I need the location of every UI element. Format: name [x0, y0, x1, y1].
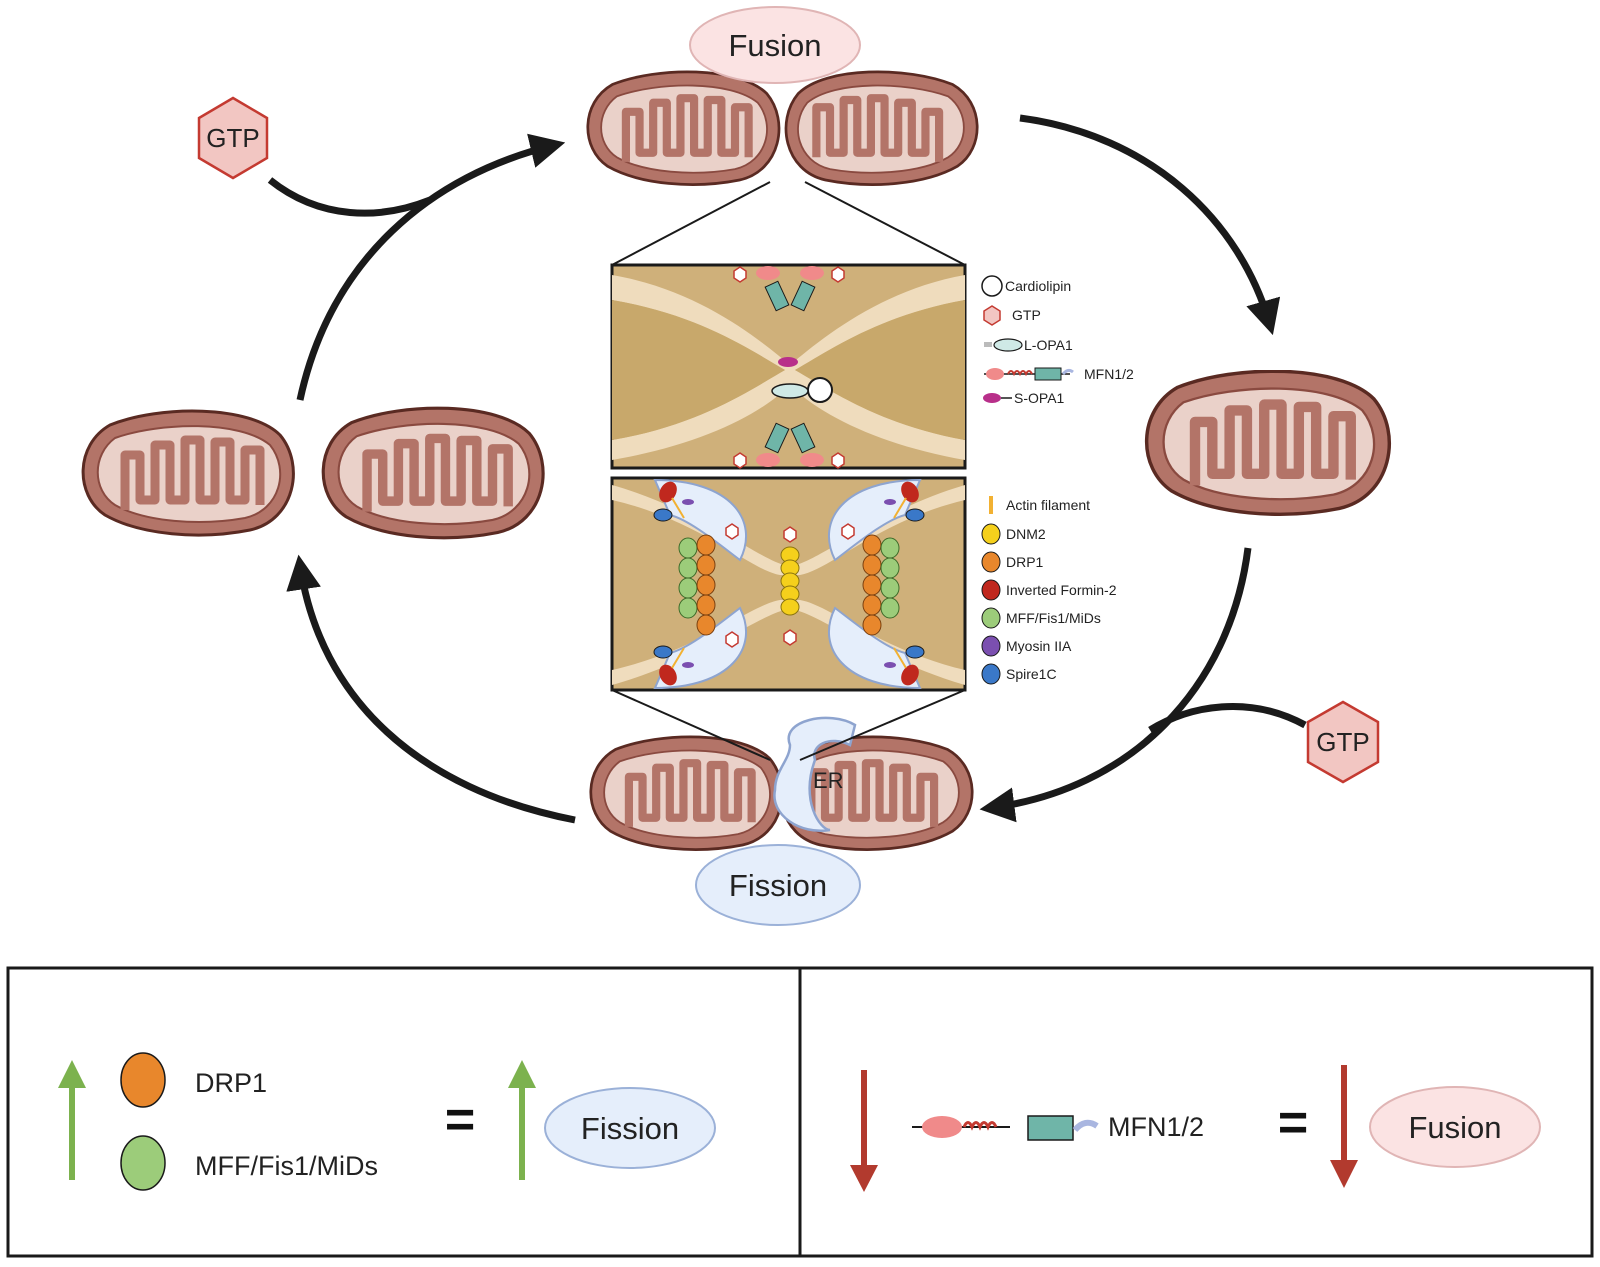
actin-complex-bottom-right — [884, 645, 925, 686]
legend-formin2: Inverted Formin-2 — [1006, 582, 1117, 598]
legend-drp1: DRP1 — [1006, 554, 1044, 570]
arrow-gtp-top-left — [267, 177, 432, 217]
gtp-hexagon-bottom-right: GTP — [1306, 700, 1380, 784]
summary-box — [6, 966, 1594, 1258]
legend-dnm2: DNM2 — [1006, 526, 1046, 542]
legend-s-opa1: S-OPA1 — [1014, 390, 1065, 406]
down-arrow-result — [1330, 1065, 1358, 1188]
actin-filament-icon — [989, 496, 993, 514]
fusion-bubble: Fusion — [689, 6, 861, 84]
mff-column-right — [880, 537, 900, 619]
legend-mfn12: MFN1/2 — [1084, 366, 1134, 382]
down-arrow-left — [850, 1070, 878, 1192]
summary-left-panel: DRP1 MFF/Fis1/MiDs = Fission — [58, 1052, 716, 1191]
arrow-fusion-to-right — [1019, 114, 1281, 336]
fission-label: Fission — [729, 868, 827, 903]
fission-legend: Actin filament DNM2 DRP1 Inverted Formin… — [981, 496, 1117, 685]
gtp-label-top-left: GTP — [206, 123, 259, 153]
legend-cardiolipin: Cardiolipin — [1005, 278, 1071, 294]
cycle-arrows — [267, 114, 1307, 824]
drp1-column-left — [696, 534, 716, 636]
summary-drp1-label: DRP1 — [195, 1068, 267, 1098]
arrow-left-to-fusion — [296, 133, 566, 401]
fusion-summary-bubble — [1369, 1086, 1541, 1168]
drp1-icon — [981, 551, 1001, 573]
mff-fis1-mids-icon — [981, 607, 1001, 629]
spire1c-icon — [981, 663, 1001, 685]
up-arrow-result — [508, 1060, 536, 1180]
fusing-mitochondrion — [588, 72, 977, 185]
summary-mff-label: MFF/Fis1/MiDs — [195, 1151, 378, 1181]
dnm2-ring — [780, 546, 800, 616]
summary-mfn12-label: MFN1/2 — [1108, 1112, 1204, 1142]
fission-inset — [610, 476, 967, 692]
er-wrap-left-top — [653, 478, 748, 562]
zoom-lines — [611, 181, 966, 761]
fission-summary-bubble — [544, 1087, 716, 1169]
arrow-fission-to-left — [286, 554, 576, 824]
er-wrap-right-bottom — [827, 606, 922, 690]
mfn12-complex-top — [733, 266, 845, 312]
summary-fission-label: Fission — [581, 1111, 679, 1146]
legend-actin: Actin filament — [1006, 497, 1090, 513]
l-opa1-molecule — [771, 383, 809, 399]
er-label: ER — [813, 768, 844, 793]
summary-right-equals: = — [1278, 1094, 1308, 1152]
fusion-label: Fusion — [728, 28, 821, 63]
summary-fusion-label: Fusion — [1408, 1110, 1501, 1145]
dnm2-icon — [981, 523, 1001, 545]
summary-left-equals: = — [445, 1091, 475, 1149]
legend-mff: MFF/Fis1/MiDs — [1006, 610, 1101, 626]
fission-bubble: Fission — [695, 844, 861, 926]
left-mitochondrion-a — [83, 411, 293, 535]
mfn12-complex-bottom — [733, 422, 845, 469]
actin-complex-top-left — [653, 481, 694, 522]
er-wrap-right-top — [827, 478, 922, 562]
arrow-gtp-bottom-right — [1148, 703, 1307, 733]
summary-right-panel: MFN1/2 = Fusion — [850, 1065, 1541, 1192]
inverted-formin2-icon — [981, 579, 1001, 601]
mff-summary-icon — [120, 1135, 166, 1191]
mfn12-icon — [984, 367, 1074, 381]
up-arrow-left — [58, 1060, 86, 1180]
drp1-column-right — [862, 534, 882, 636]
s-opa1-icon — [983, 393, 1012, 403]
fusion-legend: Cardiolipin GTP L-OPA1 MFN1/2 S-OPA1 — [981, 275, 1134, 406]
fusion-inset — [610, 263, 967, 470]
gtp-label-bottom-right: GTP — [1316, 727, 1369, 757]
legend-gtp: GTP — [1012, 307, 1041, 323]
cardiolipin-molecule — [807, 377, 833, 403]
s-opa1-molecule — [778, 357, 798, 367]
myosin-iia-icon — [981, 635, 1001, 657]
left-mitochondrion-b — [323, 408, 543, 538]
legend-myosin: Myosin IIA — [1006, 638, 1072, 654]
legend-l-opa1: L-OPA1 — [1024, 337, 1073, 353]
cardiolipin-icon — [981, 275, 1003, 297]
l-opa1-icon — [984, 338, 1023, 352]
right-mitochondrion — [1147, 371, 1390, 514]
er-wrap-left-bottom — [653, 606, 748, 690]
actin-complex-bottom-left — [653, 645, 694, 686]
actin-complex-top-right — [884, 481, 925, 522]
gtp-icon — [983, 305, 1001, 326]
gtp-small-icons — [725, 523, 855, 648]
legend-spire1c: Spire1C — [1006, 666, 1057, 682]
drp1-summary-icon — [120, 1052, 166, 1108]
mfn12-summary-icon — [912, 1115, 1099, 1141]
er-tubule: ER — [773, 716, 857, 833]
mff-column-left — [678, 537, 698, 619]
gtp-hexagon-top-left: GTP — [197, 96, 269, 180]
